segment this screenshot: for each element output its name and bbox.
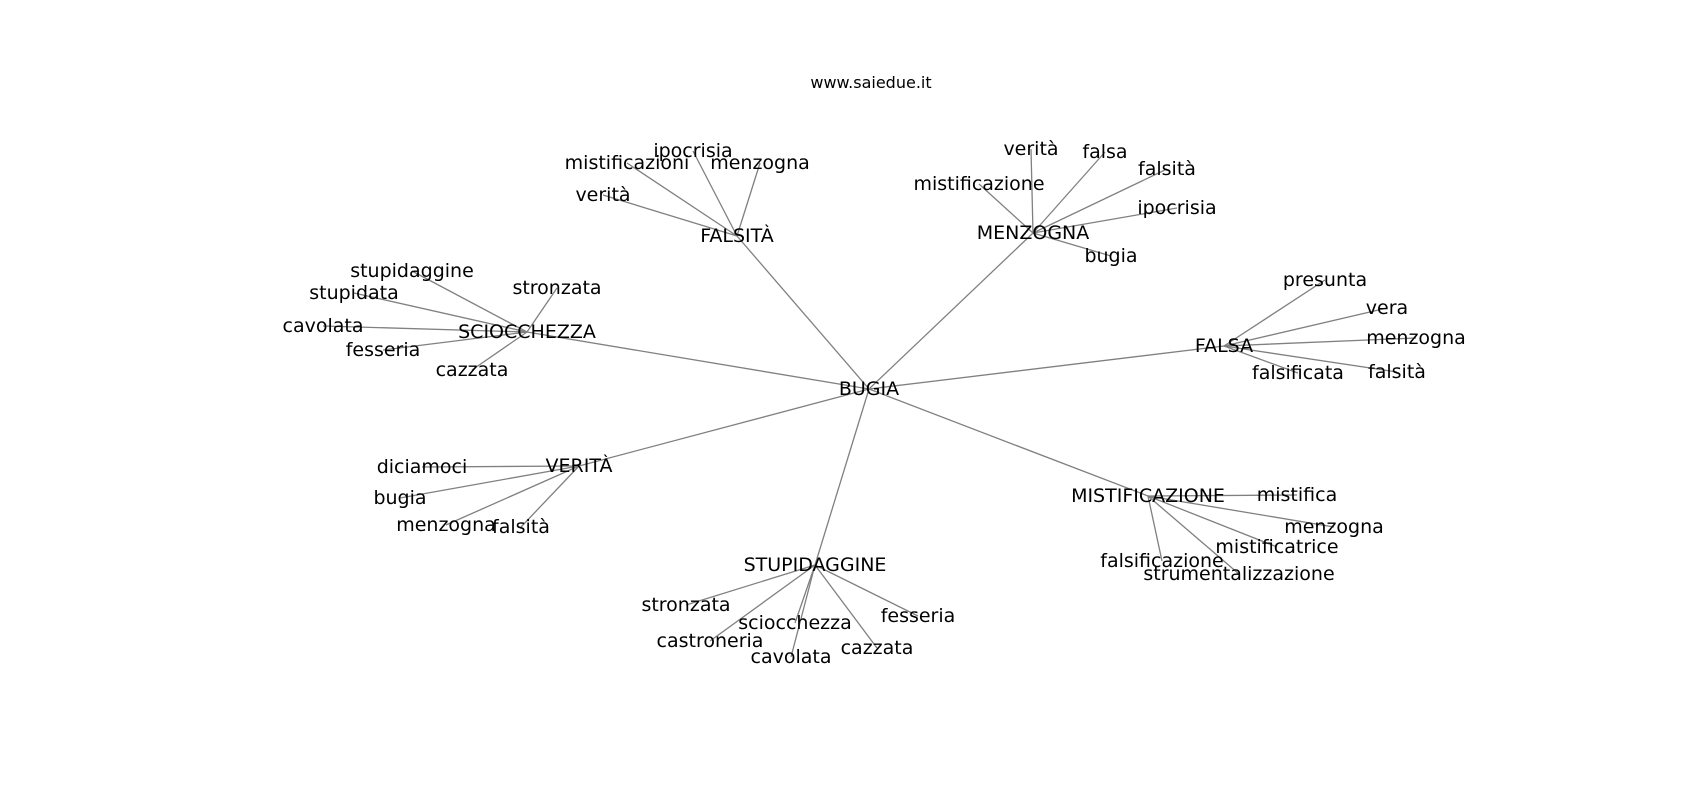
edge-hub-leaf <box>692 150 738 237</box>
edge-hub-leaf <box>1223 337 1417 347</box>
leaf-node-label: fesseria <box>346 339 421 361</box>
edge-hub-leaf <box>1147 495 1240 575</box>
leaf-node-label: verità <box>575 184 630 206</box>
edge-hub-leaf <box>520 465 580 528</box>
edge-hub-leaf <box>1032 232 1112 257</box>
edge-hub-leaf <box>736 162 761 237</box>
leaf-node-label: menzogna <box>1284 516 1384 538</box>
hub-node-label: FALSA <box>1195 335 1253 357</box>
edge-hub-leaf <box>814 564 878 649</box>
edge-hub-leaf <box>471 331 528 371</box>
leaf-node-label: falsità <box>1368 361 1426 383</box>
hub-node-label: MENZOGNA <box>977 222 1090 244</box>
leaf-node-label: presunta <box>1283 269 1367 291</box>
edge-hub-leaf <box>353 292 528 333</box>
edge-hub-leaf <box>445 465 580 526</box>
edge-hub-leaf <box>1147 495 1163 562</box>
leaf-node-label: vera <box>1366 297 1408 319</box>
edge-hub-leaf <box>526 287 558 333</box>
edge-hub-leaf <box>1147 495 1335 528</box>
leaf-node-label: falsificata <box>1252 362 1344 384</box>
leaf-node-label: sciocchezza <box>738 612 851 634</box>
edge-hub-leaf <box>1147 495 1278 548</box>
hub-node-label: STUPIDAGGINE <box>744 554 887 576</box>
edge-hub-leaf <box>685 564 816 606</box>
edge-hub-leaf <box>978 183 1034 234</box>
hub-node-label: FALSITÀ <box>700 224 774 247</box>
edge-center-hub <box>578 388 870 467</box>
leaf-node-label: mistificazione <box>913 173 1044 195</box>
edge-center-hub <box>814 388 870 566</box>
leaf-node-label: diciamoci <box>377 456 468 478</box>
edge-center-hub <box>868 232 1034 390</box>
edge-hub-leaf <box>790 564 816 658</box>
edge-hub-leaf <box>626 162 738 237</box>
leaf-node-label: fesseria <box>881 605 956 627</box>
hub-node-label: MISTIFICAZIONE <box>1071 485 1225 507</box>
leaf-node-label: ipocrisia <box>653 140 732 162</box>
edge-center-hub <box>736 235 870 390</box>
edge-center-hub <box>868 345 1225 390</box>
leaf-node-label: cazzata <box>841 637 914 659</box>
leaf-node-label: mistificatrice <box>1215 536 1338 558</box>
leaf-node-label: falsità <box>1138 158 1196 180</box>
edge-center-hub <box>868 388 1149 497</box>
leaf-node-label: menzogna <box>1366 327 1466 349</box>
leaf-node-label: stupidata <box>309 282 399 304</box>
leaf-node-label: falsa <box>1082 141 1127 163</box>
edge-hub-leaf <box>399 465 580 499</box>
leaf-node-label: bugia <box>373 487 426 509</box>
graph-edges <box>322 148 1417 658</box>
edge-hub-leaf <box>1223 345 1299 374</box>
edge-hub-leaf <box>421 465 580 468</box>
site-title: www.saiedue.it <box>810 73 931 92</box>
edge-hub-leaf <box>1032 207 1178 234</box>
edge-hub-leaf <box>814 564 919 617</box>
leaf-node-label: stronzata <box>512 277 601 299</box>
edge-hub-leaf <box>1223 307 1388 347</box>
leaf-node-label: menzogna <box>710 152 810 174</box>
edge-hub-leaf <box>1223 345 1398 373</box>
leaf-node-label: menzogna <box>396 514 496 536</box>
edge-center-hub <box>526 331 870 390</box>
edge-hub-leaf <box>794 564 816 624</box>
hub-node-label: VERITÀ <box>546 454 613 477</box>
edge-hub-leaf <box>1032 168 1168 234</box>
edge-hub-leaf <box>602 194 738 237</box>
leaf-node-label: cazzata <box>436 359 509 381</box>
leaf-node-label: verità <box>1003 138 1058 160</box>
edge-hub-leaf <box>709 564 816 642</box>
leaf-node-label: castroneria <box>657 630 764 652</box>
leaf-node-label: stupidaggine <box>350 260 474 282</box>
leaf-node-label: falsità <box>492 516 550 538</box>
leaf-node-label: stronzata <box>641 594 730 616</box>
leaf-node-label: ipocrisia <box>1137 197 1216 219</box>
edge-hub-leaf <box>322 325 528 333</box>
edge-hub-leaf <box>1030 148 1034 234</box>
leaf-node-label: bugia <box>1084 245 1137 267</box>
edge-hub-leaf <box>1032 151 1106 234</box>
leaf-node-label: mistificazioni <box>565 152 690 174</box>
leaf-node-label: falsificazione <box>1100 550 1223 572</box>
edge-hub-leaf <box>411 270 528 333</box>
edge-hub-leaf <box>382 331 528 351</box>
leaf-node-label: mistifica <box>1257 484 1337 506</box>
hub-node-label: SCIOCCHEZZA <box>458 321 596 343</box>
center-node-label: BUGIA <box>839 378 899 400</box>
leaf-node-label: cavolata <box>283 315 364 337</box>
edge-hub-leaf <box>1147 494 1298 497</box>
leaf-node-label: strumentalizzazione <box>1143 563 1334 585</box>
edge-hub-leaf <box>1223 279 1326 347</box>
leaf-node-label: cavolata <box>751 646 832 668</box>
